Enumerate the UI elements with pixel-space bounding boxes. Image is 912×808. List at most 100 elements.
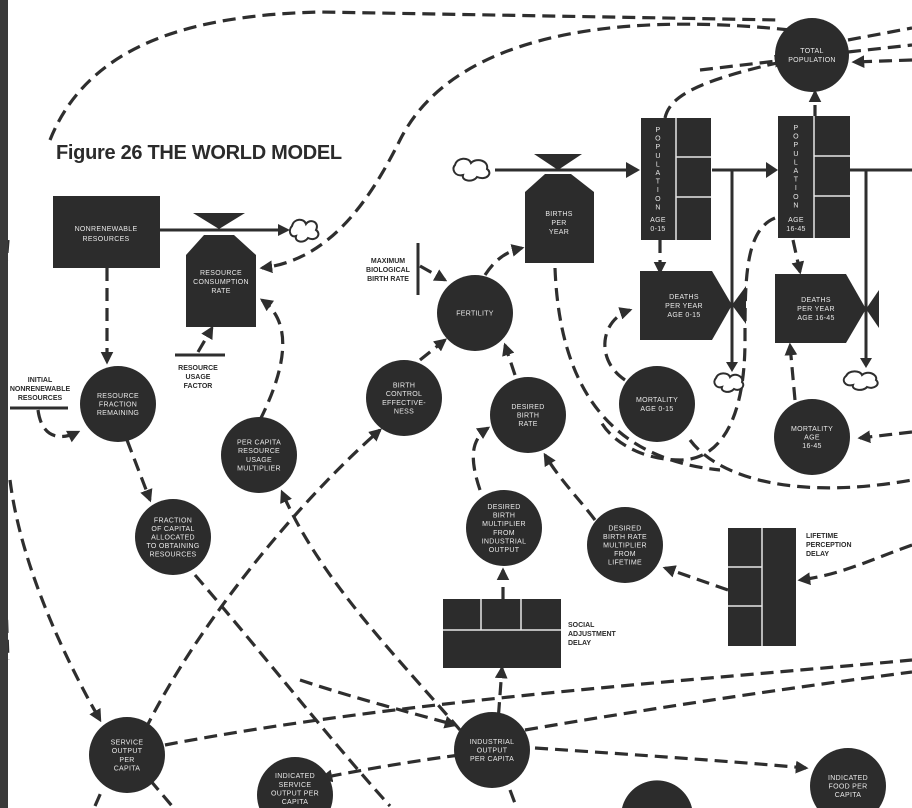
aux-label: FERTILITY bbox=[456, 311, 494, 318]
aux-label: RESOURCES bbox=[149, 552, 196, 559]
aux-label: OUTPUT bbox=[489, 547, 520, 554]
aux-label: INDUSTRIAL bbox=[482, 538, 527, 545]
aux-label: DESIRED bbox=[511, 404, 544, 411]
sad-label-1: SOCIAL bbox=[568, 622, 595, 629]
d015-label-2: PER YEAR bbox=[665, 303, 703, 310]
link-iopc-to-isopc bbox=[319, 753, 461, 783]
aux-label: OUTPUT bbox=[477, 748, 508, 755]
rcr-label-1: RESOURCE bbox=[200, 270, 242, 277]
aux-label: SERVICE bbox=[111, 740, 144, 747]
aux-label: BIRTH bbox=[493, 513, 515, 520]
link-fert-to-bpy bbox=[483, 244, 525, 276]
lpd-label-1: LIFETIME bbox=[806, 533, 838, 540]
level-nonrenewable-resources: NONRENEWABLE RESOURCES bbox=[53, 196, 160, 268]
aux-label: PER CAPITA bbox=[470, 756, 514, 763]
link-service-to-bce bbox=[143, 428, 382, 731]
population-letter: P bbox=[656, 144, 661, 151]
aux-label: FOOD PER bbox=[829, 784, 868, 791]
population-letter: P bbox=[794, 125, 799, 132]
arrow-to-pop015 bbox=[626, 162, 640, 178]
link-cross-to-iopc bbox=[299, 678, 458, 729]
aux-label: OUTPUT bbox=[112, 748, 143, 755]
link-totalpop-left bbox=[699, 54, 788, 72]
aux-label: RESOURCE bbox=[97, 393, 139, 400]
aux-label: FROM bbox=[493, 530, 515, 537]
aux-label: MORTALITY bbox=[636, 397, 678, 404]
cloud-deaths1645-sink-icon bbox=[842, 370, 879, 391]
aux-label: RESOURCE bbox=[238, 448, 280, 455]
aux-label: MORTALITY bbox=[791, 426, 833, 433]
link-service-down bbox=[148, 778, 174, 808]
constant-initial-nonrenewable: INITIAL NONRENEWABLE RESOURCES bbox=[10, 377, 71, 402]
link-iopc-right bbox=[524, 670, 912, 732]
aux-desired-birth-multiplier-industrial: DESIREDBIRTHMULTIPLIERFROMINDUSTRIALOUTP… bbox=[466, 490, 542, 566]
link-mort015-to-deaths015 bbox=[603, 307, 633, 382]
link-pop1645-to-mort015 bbox=[598, 216, 776, 462]
population-letter: O bbox=[793, 134, 799, 141]
link-dbrmfl-to-dbr bbox=[543, 452, 597, 521]
link-iopc-down bbox=[508, 789, 518, 807]
aux-fertility: FERTILITY bbox=[437, 275, 513, 351]
d1645-label-3: AGE 16-45 bbox=[797, 315, 834, 322]
aux-label: FRACTION bbox=[99, 402, 137, 409]
population-letter: I bbox=[657, 187, 659, 194]
delay-lifetime-perception: LIFETIME PERCEPTION DELAY bbox=[728, 528, 852, 646]
info-links bbox=[1, 10, 912, 808]
inr-label-3: RESOURCES bbox=[18, 395, 63, 402]
population-letter: O bbox=[655, 136, 661, 143]
inr-label-1: INITIAL bbox=[28, 377, 53, 384]
aux-label: USAGE bbox=[246, 457, 272, 464]
aux-label: BIRTH bbox=[517, 413, 539, 420]
link-mbbr-to-fert bbox=[419, 264, 448, 282]
link-bce-to-fert bbox=[419, 338, 447, 362]
link-pcrum-to-rcr bbox=[258, 298, 285, 421]
level-population-0-15: POPULATION AGE 0-15 bbox=[641, 118, 711, 240]
aux-label: TO OBTAINING bbox=[146, 543, 199, 550]
delay-social-adjustment: SOCIAL ADJUSTMENT DELAY bbox=[443, 599, 617, 668]
link-totalpop-right1 bbox=[847, 26, 912, 42]
rate-deaths-0-15: DEATHS PER YEAR AGE 0-15 bbox=[640, 271, 746, 340]
link-dbmio-to-dbr bbox=[471, 426, 491, 491]
arrow-deaths1645-sink bbox=[860, 358, 872, 368]
population-letter: N bbox=[655, 204, 660, 211]
arrow-deaths015-sink bbox=[726, 362, 738, 372]
link-service-right bbox=[164, 658, 912, 747]
sad-label-2: ADJUSTMENT bbox=[568, 631, 617, 638]
partial-node-bottom bbox=[622, 780, 692, 808]
aux-label: PER bbox=[119, 757, 134, 764]
aux-label: RATE bbox=[518, 421, 537, 428]
link-iopc-to-pcrum bbox=[280, 489, 462, 732]
ruf-label-3: FACTOR bbox=[184, 383, 213, 390]
cloud-deaths015-sink-icon bbox=[713, 372, 745, 393]
population-letter: T bbox=[656, 179, 661, 186]
pop1645-age-range: 16-45 bbox=[786, 226, 805, 233]
d1645-label-1: DEATHS bbox=[801, 297, 831, 304]
d015-label-1: DEATHS bbox=[669, 294, 699, 301]
aux-label: REMAINING bbox=[97, 410, 139, 417]
aux-label: FROM bbox=[614, 551, 636, 558]
aux-label: OF CAPITAL bbox=[151, 526, 194, 533]
aux-label: MULTIPLIER bbox=[482, 521, 526, 528]
lpd-label-2: PERCEPTION bbox=[806, 542, 852, 549]
constant-max-biological-birth-rate: MAXIMUM BIOLOGICAL BIRTH RATE bbox=[366, 258, 411, 283]
sad-label-3: DELAY bbox=[568, 640, 591, 647]
link-totalpop-to-rcr bbox=[259, 22, 791, 274]
link-lpd-to-dbrmfl bbox=[662, 565, 729, 592]
rate-deaths-16-45: DEATHS PER YEAR AGE 16-45 bbox=[775, 274, 879, 343]
link-right-to-lpd bbox=[797, 543, 912, 586]
aux-label: NESS bbox=[394, 408, 414, 415]
aux-label: LIFETIME bbox=[608, 560, 642, 567]
aux-label: SERVICE bbox=[279, 782, 312, 789]
aux-label: MULTIPLIER bbox=[237, 465, 281, 472]
rcr-label-2: CONSUMPTION bbox=[193, 279, 249, 286]
figure-title: Figure 26 THE WORLD MODEL bbox=[56, 142, 342, 164]
